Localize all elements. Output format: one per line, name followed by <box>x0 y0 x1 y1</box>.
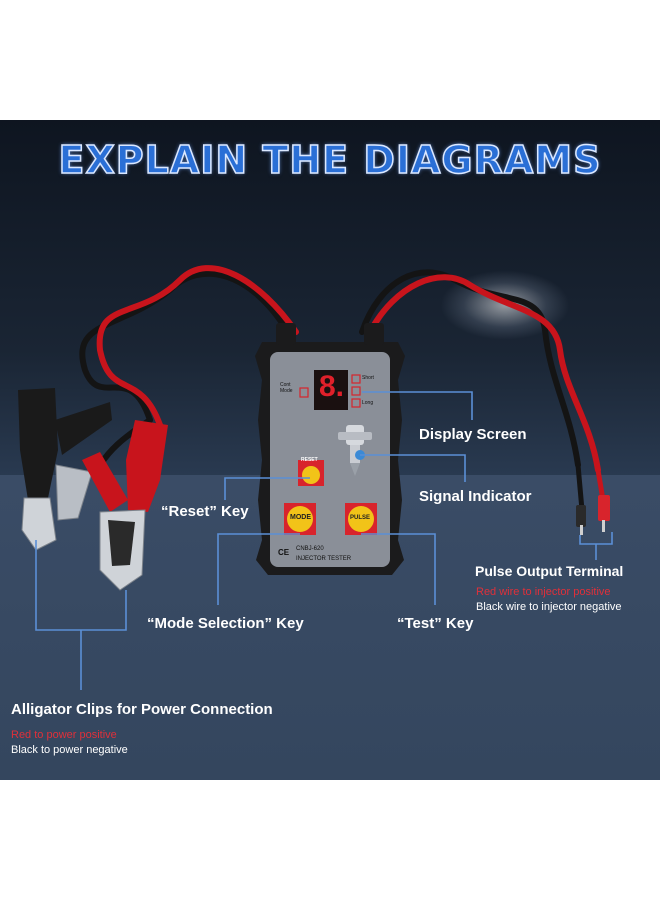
device-reset-label: RESET <box>301 457 318 463</box>
test-key-label: “Test” Key <box>397 615 474 632</box>
device-name-label: INJECTOR TESTER <box>296 556 352 562</box>
pulse-output-title: Pulse Output Terminal <box>475 563 624 579</box>
device-cont-mode-label: Cont Mode <box>280 382 293 394</box>
alligator-clips-title: Alligator Clips for Power Connection <box>11 701 273 718</box>
signal-indicator-line <box>360 454 466 482</box>
test-key-line <box>361 533 436 605</box>
signal-indicator-label: Signal Indicator <box>419 488 532 505</box>
pulse-output-pins <box>576 495 610 535</box>
mode-selection-key-label: “Mode Selection” Key <box>147 615 304 632</box>
display-screen <box>314 370 348 410</box>
device-short-label: Short <box>362 375 374 381</box>
display-screen-line <box>362 391 473 420</box>
pulse-output-bracket <box>579 532 613 545</box>
mode-key-line <box>217 533 300 605</box>
device-display-digit: 8. <box>319 370 345 403</box>
reset-key <box>302 466 320 484</box>
reset-key-line <box>224 477 310 500</box>
red-alligator-clip <box>82 420 168 591</box>
device-model-label: CNBJ-620 <box>296 546 324 552</box>
alligator-red-note: Red to power positive <box>11 729 117 741</box>
device-long-label: Long <box>362 400 374 406</box>
device-illustration <box>18 265 613 690</box>
device-pulse-label: PULSE <box>350 515 371 521</box>
diagram-stage: EXPLAIN THE DIAGRAMS <box>0 120 660 780</box>
device-mode-label: MODE <box>290 514 311 521</box>
pulse-output-red-note: Red wire to injector positive <box>476 586 611 598</box>
pulse-output-black-note: Black wire to injector negative <box>476 601 622 613</box>
black-alligator-clip <box>18 388 112 551</box>
device-ce-mark: CE <box>278 548 290 557</box>
page-title: EXPLAIN THE DIAGRAMS <box>58 137 602 183</box>
injector-graphic <box>338 425 372 476</box>
display-screen-label: Display Screen <box>419 426 527 443</box>
pulse-key <box>348 506 374 532</box>
right-wires <box>359 269 606 513</box>
callout-lines <box>35 391 613 690</box>
alligator-black-note: Black to power negative <box>11 744 128 756</box>
mode-key <box>287 506 313 532</box>
injector-tester-device <box>255 323 405 575</box>
reset-key-label: “Reset” Key <box>161 503 249 520</box>
